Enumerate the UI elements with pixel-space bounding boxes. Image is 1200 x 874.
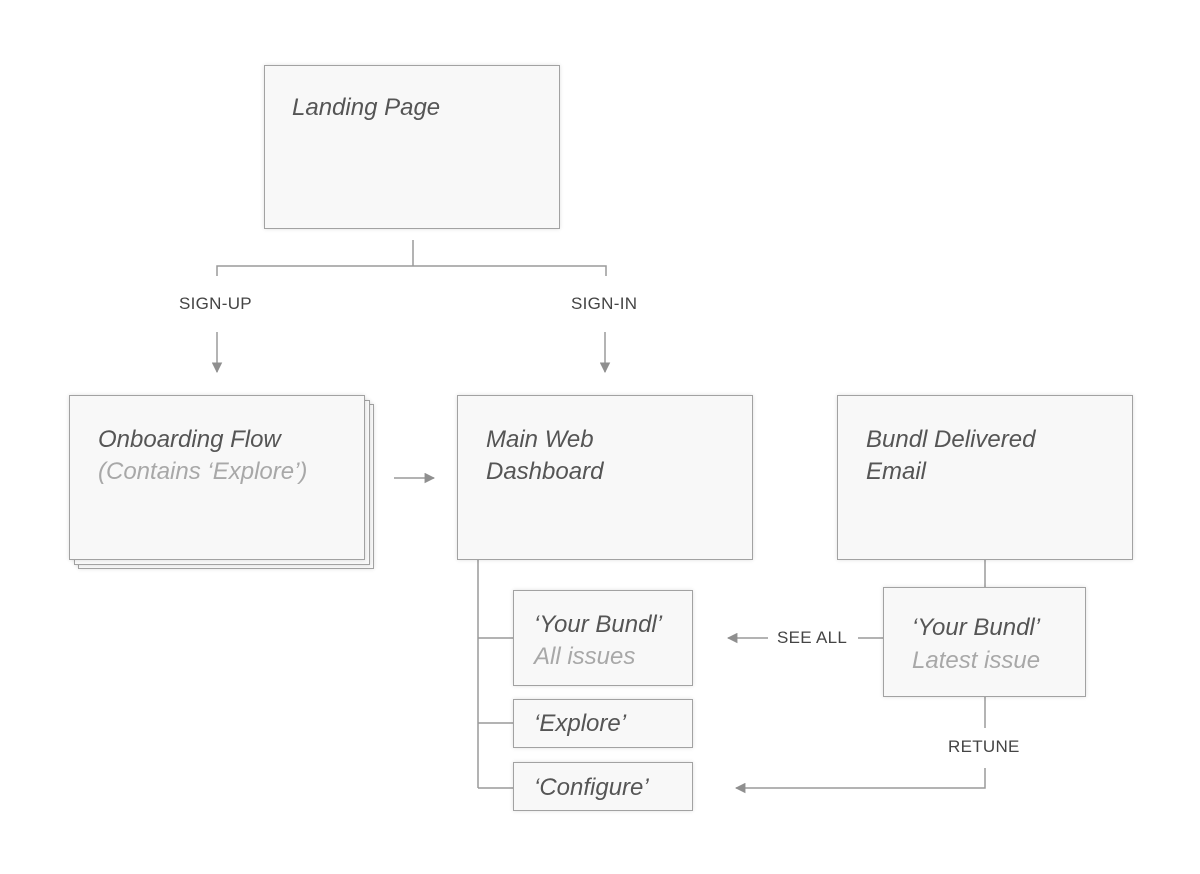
your-bundl-all-issues-node: ‘Your Bundl’ All issues (513, 590, 693, 686)
email-title-line2: Email (866, 458, 927, 485)
dashboard-title-line1: Main Web (486, 426, 594, 453)
email-title-line1: Bundl Delivered (866, 426, 1036, 453)
onboarding-flow-title: Onboarding Flow (98, 426, 281, 453)
sign-in-label: SIGN-IN (571, 294, 638, 314)
onboarding-flow-node: Onboarding Flow (Contains ‘Explore’) (69, 395, 365, 560)
your-bundl-all-subtitle: All issues (534, 643, 636, 670)
your-bundl-all-title: ‘Your Bundl’ (534, 611, 663, 638)
see-all-label: SEE ALL (777, 628, 848, 648)
bundl-delivered-email-node: Bundl Delivered Email (837, 395, 1133, 560)
dashboard-tree-connector (477, 559, 514, 789)
your-bundl-latest-subtitle: Latest issue (912, 647, 1041, 674)
dashboard-title-line2: Dashboard (486, 458, 604, 485)
configure-title: ‘Configure’ (534, 774, 649, 801)
retune-arrow (734, 768, 986, 794)
explore-title: ‘Explore’ (534, 710, 627, 737)
main-web-dashboard-node: Main Web Dashboard (457, 395, 753, 560)
retune-label: RETUNE (948, 737, 1020, 757)
onboarding-flow-subtitle: (Contains ‘Explore’) (98, 458, 308, 485)
sign-up-label: SIGN-UP (179, 294, 252, 314)
explore-node: ‘Explore’ (513, 699, 693, 748)
configure-node: ‘Configure’ (513, 762, 693, 811)
landing-split-connector (216, 240, 607, 276)
your-bundl-latest-issue-node: ‘Your Bundl’ Latest issue (883, 587, 1086, 697)
landing-page-title: Landing Page (292, 94, 441, 121)
landing-page-node: Landing Page (264, 65, 560, 229)
your-bundl-latest-title: ‘Your Bundl’ (912, 614, 1041, 641)
